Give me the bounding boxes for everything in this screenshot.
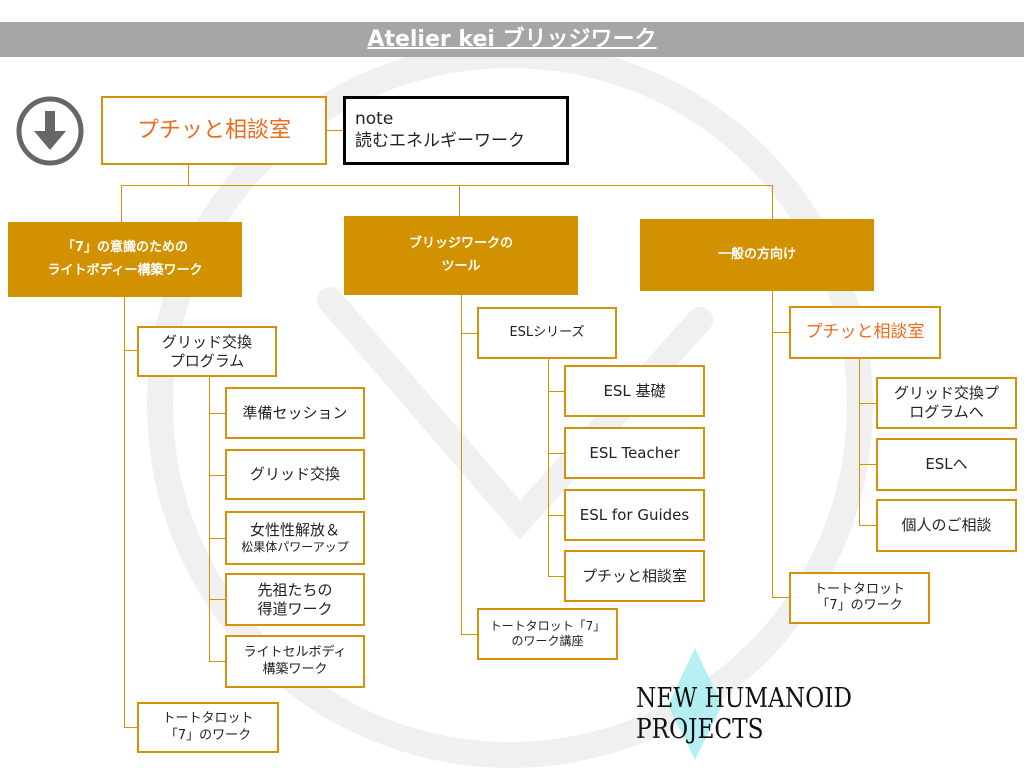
box-line: グリッド交換プ xyxy=(893,384,999,403)
grid-program-box[interactable]: グリッド交換プログラム xyxy=(137,326,277,377)
connector xyxy=(209,538,225,539)
box-line: ESL Teacher xyxy=(589,443,680,462)
note-label: note xyxy=(355,109,394,130)
connector xyxy=(459,185,460,216)
connector xyxy=(772,185,773,219)
connector xyxy=(121,185,122,222)
column-header-tools[interactable]: ブリッジワークのツール xyxy=(344,216,578,295)
item-esl-teacher[interactable]: ESL Teacher xyxy=(564,427,705,479)
box-line: プチッと相談室 xyxy=(581,566,687,585)
box-line: トートタロット「7」 xyxy=(489,619,606,633)
header-line: ブリッジワークの xyxy=(408,236,513,252)
column-header-general[interactable]: 一般の方向け xyxy=(640,219,874,291)
item-petit-consult[interactable]: プチッと相談室 xyxy=(564,550,705,602)
box-line: のワーク講座 xyxy=(511,634,584,648)
connector xyxy=(772,332,789,333)
box-line: グリッド交換 xyxy=(249,465,340,484)
header-line: ツール xyxy=(441,258,481,274)
connector xyxy=(548,453,564,454)
box-line: 準備セッション xyxy=(242,403,348,422)
connector xyxy=(772,597,789,598)
item-thoth-tarot-general[interactable]: トートタロット「7」のワーク xyxy=(789,572,930,624)
box-line: プチッと相談室 xyxy=(805,321,925,342)
connector xyxy=(124,350,137,351)
top-consult-box[interactable]: プチッと相談室 xyxy=(101,96,327,165)
page-title: Atelier kei ブリッジワーク xyxy=(367,27,657,52)
box-line: トートタロット xyxy=(813,581,905,597)
connector xyxy=(209,413,225,414)
esl-series-box[interactable]: ESLシリーズ xyxy=(477,307,617,359)
connector xyxy=(859,464,876,465)
item-prep-session[interactable]: 準備セッション xyxy=(225,387,365,439)
item-feminine-release[interactable]: 女性性解放＆松果体パワーアップ xyxy=(225,511,365,565)
column-header-lightbody[interactable]: 「7」の意識のためのライトボディー構築ワーク xyxy=(8,222,242,297)
box-line: ライトセルボディ xyxy=(243,645,347,661)
connector xyxy=(461,295,462,634)
connector xyxy=(124,297,125,728)
box-line: 女性性解放＆ xyxy=(249,521,340,540)
box-line: 松果体パワーアップ xyxy=(241,539,349,554)
box-line: 個人のご相談 xyxy=(901,516,992,535)
item-personal-consult[interactable]: 個人のご相談 xyxy=(876,499,1017,552)
item-lightcell-body[interactable]: ライトセルボディ構築ワーク xyxy=(225,635,365,688)
item-esl-guides[interactable]: ESL for Guides xyxy=(564,489,705,541)
item-esl-basic[interactable]: ESL 基礎 xyxy=(564,365,705,417)
box-line: トートタロット xyxy=(162,711,254,727)
item-grid-exchange[interactable]: グリッド交換 xyxy=(225,449,365,500)
item-ancestors[interactable]: 先祖たちの得道ワーク xyxy=(225,573,365,626)
connector xyxy=(859,359,860,526)
connector xyxy=(327,130,343,131)
brand-logo: NEW HUMANOID PROJECTS xyxy=(636,683,853,745)
connector xyxy=(461,634,477,635)
connector xyxy=(772,291,773,598)
connector xyxy=(209,599,225,600)
connector xyxy=(548,576,564,577)
note-title: 読むエネルギーワーク xyxy=(355,130,525,151)
petit-consult-box[interactable]: プチッと相談室 xyxy=(789,306,941,359)
connector xyxy=(548,359,549,577)
header-line: 一般の方向け xyxy=(717,246,796,262)
connector xyxy=(124,727,137,728)
item-to-esl[interactable]: ESLへ xyxy=(876,438,1017,491)
box-line: ESLシリーズ xyxy=(509,324,585,340)
item-thoth-tarot[interactable]: トートタロット「7」のワーク xyxy=(137,702,279,753)
box-line: ログラムへ xyxy=(909,403,984,421)
connector xyxy=(461,333,477,334)
connector xyxy=(121,185,773,186)
top-consult-label: プチッと相談室 xyxy=(136,117,291,143)
box-line: 得道ワーク xyxy=(257,599,333,618)
box-line: 構築ワーク xyxy=(262,661,328,677)
connector xyxy=(859,403,876,404)
box-line: 先祖たちの xyxy=(257,580,333,599)
connector xyxy=(209,377,210,662)
connector xyxy=(548,391,564,392)
box-line: ESL 基礎 xyxy=(603,381,666,400)
box-line: プログラム xyxy=(169,351,245,370)
connector xyxy=(209,661,225,662)
box-line: 「7」のワーク xyxy=(816,598,903,613)
box-line: 「7」のワーク xyxy=(164,727,252,743)
connector xyxy=(859,525,876,526)
item-thoth-course[interactable]: トートタロット「7」のワーク講座 xyxy=(477,608,618,660)
box-line: ESL for Guides xyxy=(579,505,690,524)
header-line: ライトボディー構築ワーク xyxy=(47,262,203,278)
box-line: ESLへ xyxy=(925,455,968,474)
connector xyxy=(188,165,189,185)
diamond-icon xyxy=(668,648,722,760)
header-bar: Atelier kei ブリッジワーク xyxy=(0,22,1024,57)
connector xyxy=(548,515,564,516)
item-to-grid-program[interactable]: グリッド交換プログラムへ xyxy=(876,377,1017,429)
header-line: 「7」の意識のための xyxy=(61,240,189,256)
box-line: グリッド交換 xyxy=(161,332,252,351)
connector xyxy=(209,475,225,476)
arrow-down-circle-icon[interactable] xyxy=(15,96,87,166)
